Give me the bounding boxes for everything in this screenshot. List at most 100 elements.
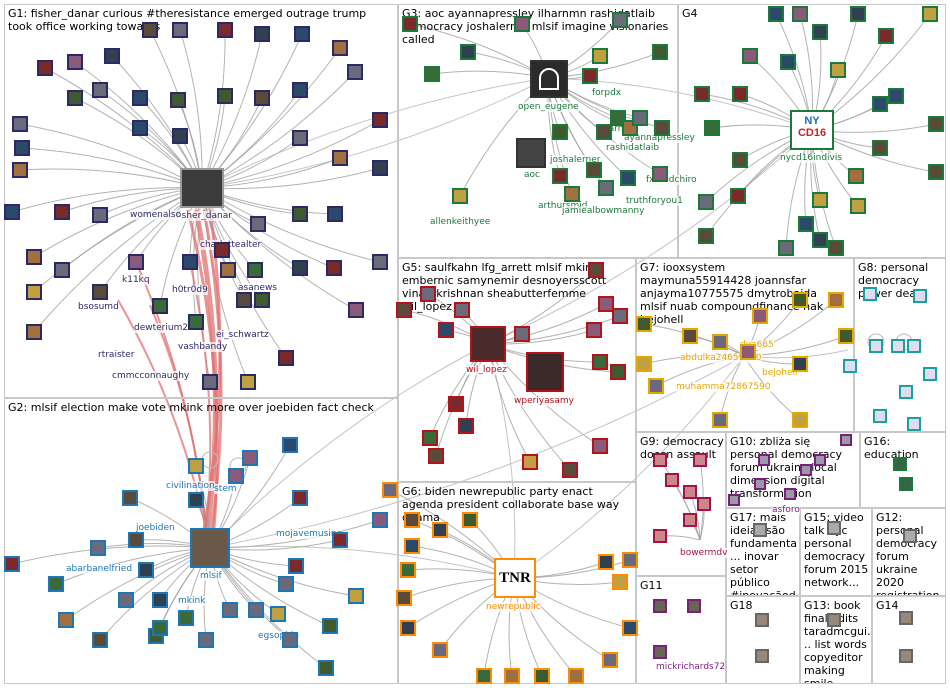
node-account[interactable]	[372, 512, 388, 528]
node-account[interactable]	[54, 204, 70, 220]
node-account[interactable]	[462, 512, 478, 528]
node-account[interactable]	[270, 606, 286, 622]
node-account[interactable]	[458, 418, 474, 434]
node-account[interactable]	[612, 308, 628, 324]
node-account[interactable]	[332, 150, 348, 166]
node-account[interactable]	[404, 512, 420, 528]
node-account[interactable]	[14, 140, 30, 156]
node-account[interactable]	[907, 339, 921, 353]
node-account[interactable]	[780, 54, 796, 70]
node-account[interactable]	[382, 482, 398, 498]
node-account[interactable]	[814, 454, 826, 466]
node-account[interactable]	[90, 540, 106, 556]
node-account[interactable]	[592, 354, 608, 370]
node-account[interactable]	[348, 588, 364, 604]
node-account[interactable]	[843, 359, 857, 373]
node-account[interactable]	[697, 497, 711, 511]
node-account[interactable]	[318, 660, 334, 676]
node-account[interactable]	[202, 374, 218, 390]
node-account[interactable]	[753, 523, 767, 537]
node-account[interactable]	[742, 48, 758, 64]
node-account[interactable]	[26, 324, 42, 340]
node-account[interactable]	[438, 322, 454, 338]
node-account[interactable]	[152, 592, 168, 608]
node-account[interactable]	[142, 22, 158, 38]
node-account[interactable]	[222, 602, 238, 618]
node-account[interactable]	[250, 216, 266, 232]
node-account[interactable]	[903, 529, 917, 543]
node-account[interactable]	[214, 242, 230, 258]
node-account[interactable]	[778, 240, 794, 256]
node-wil-lopez[interactable]	[470, 326, 506, 362]
node-account[interactable]	[217, 22, 233, 38]
node-account[interactable]	[622, 620, 638, 636]
node-account[interactable]	[683, 485, 697, 499]
node-account[interactable]	[636, 316, 652, 332]
node-account[interactable]	[92, 632, 108, 648]
node-account[interactable]	[332, 40, 348, 56]
node-account[interactable]	[812, 24, 828, 40]
node-account[interactable]	[254, 26, 270, 42]
node-account[interactable]	[37, 60, 53, 76]
node-account[interactable]	[288, 558, 304, 574]
node-account[interactable]	[891, 339, 905, 353]
node-aoc[interactable]	[516, 138, 546, 168]
node-account[interactable]	[869, 339, 883, 353]
node-account[interactable]	[687, 599, 701, 613]
node-account[interactable]	[698, 194, 714, 210]
node-account[interactable]	[182, 254, 198, 270]
node-account[interactable]	[188, 314, 204, 330]
node-account[interactable]	[188, 492, 204, 508]
node-account[interactable]	[172, 128, 188, 144]
node-account[interactable]	[752, 308, 768, 324]
node-account[interactable]	[620, 170, 636, 186]
node-account[interactable]	[698, 228, 714, 244]
node-account[interactable]	[728, 494, 740, 506]
node-account[interactable]	[792, 412, 808, 428]
node-account[interactable]	[242, 450, 258, 466]
node-account[interactable]	[586, 322, 602, 338]
node-account[interactable]	[152, 298, 168, 314]
node-account[interactable]	[278, 350, 294, 366]
node-account[interactable]	[928, 116, 944, 132]
node-account[interactable]	[217, 88, 233, 104]
node-account[interactable]	[564, 186, 580, 202]
node-account[interactable]	[132, 90, 148, 106]
node-account[interactable]	[372, 254, 388, 270]
node-account[interactable]	[596, 124, 612, 140]
node-account[interactable]	[396, 590, 412, 606]
node-account[interactable]	[432, 642, 448, 658]
node-account[interactable]	[828, 292, 844, 308]
node-account[interactable]	[54, 262, 70, 278]
node-account[interactable]	[636, 356, 652, 372]
node-account[interactable]	[740, 344, 756, 360]
node-account[interactable]	[254, 90, 270, 106]
node-account[interactable]	[704, 120, 720, 136]
node-account[interactable]	[67, 90, 83, 106]
node-account[interactable]	[422, 430, 438, 446]
node-account[interactable]	[514, 16, 530, 32]
node-account[interactable]	[888, 88, 904, 104]
node-account[interactable]	[568, 668, 584, 684]
node-account[interactable]	[347, 64, 363, 80]
node-account[interactable]	[92, 284, 108, 300]
node-account[interactable]	[732, 152, 748, 168]
node-account[interactable]	[653, 453, 667, 467]
node-account[interactable]	[758, 454, 770, 466]
node-account[interactable]	[878, 28, 894, 44]
node-account[interactable]	[792, 6, 808, 22]
node-account[interactable]	[827, 521, 841, 535]
node-account[interactable]	[522, 454, 538, 470]
node-account[interactable]	[48, 576, 64, 592]
node-account[interactable]	[292, 130, 308, 146]
node-account[interactable]	[400, 620, 416, 636]
node-account[interactable]	[598, 180, 614, 196]
node-account[interactable]	[612, 574, 628, 590]
node-account[interactable]	[665, 473, 679, 487]
node-account[interactable]	[292, 206, 308, 222]
node-account[interactable]	[92, 82, 108, 98]
node-account[interactable]	[582, 68, 598, 84]
node-account[interactable]	[282, 632, 298, 648]
node-account[interactable]	[322, 618, 338, 634]
node-account[interactable]	[248, 602, 264, 618]
